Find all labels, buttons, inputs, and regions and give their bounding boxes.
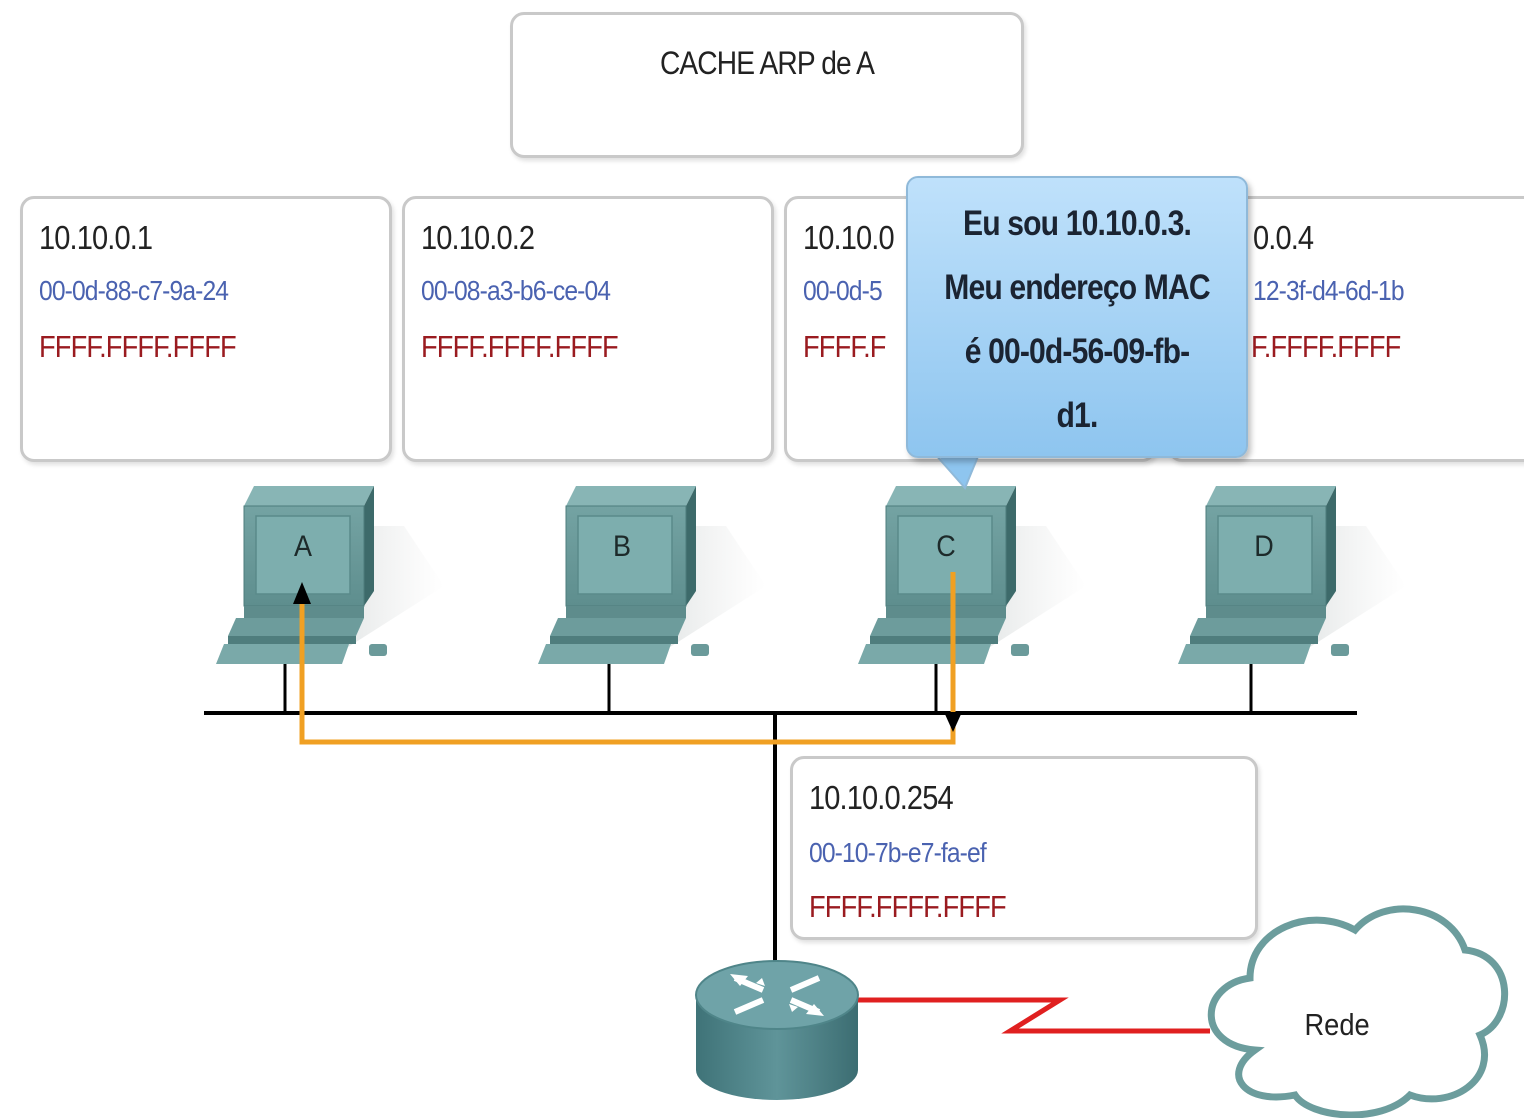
host-d-ip: 0.0.4 bbox=[1253, 219, 1314, 256]
network-cloud-icon bbox=[1207, 905, 1509, 1118]
arp-reply-path bbox=[299, 572, 956, 745]
gateway-info-box: 10.10.0.254 00-10-7b-e7-fa-ef FFFF.FFFF.… bbox=[790, 756, 1258, 940]
host-b-label: B bbox=[612, 530, 631, 563]
host-d-mac: 12-3f-d4-6d-1b bbox=[1253, 275, 1405, 306]
host-b-computer-icon bbox=[537, 485, 767, 665]
host-c-ip: 10.10.0 bbox=[803, 219, 895, 256]
bubble-line-3: é 00-0d-56-09-fb- bbox=[964, 332, 1190, 371]
bubble-line-4: d1. bbox=[1056, 396, 1099, 435]
host-a-mac: 00-0d-88-c7-9a-24 bbox=[39, 275, 229, 306]
host-d-computer-icon bbox=[1177, 485, 1407, 665]
host-a-broadcast: FFFF.FFFF.FFFF bbox=[39, 329, 237, 364]
host-a-label: A bbox=[293, 530, 312, 563]
gateway-broadcast: FFFF.FFFF.FFFF bbox=[809, 889, 1007, 924]
host-b-broadcast: FFFF.FFFF.FFFF bbox=[421, 329, 619, 364]
reply-up-arrow-icon bbox=[293, 582, 311, 604]
host-a-info-box: 10.10.0.1 00-0d-88-c7-9a-24 FFFF.FFFF.FF… bbox=[20, 196, 392, 462]
host-b-info-box: 10.10.0.2 00-08-a3-b6-ce-04 FFFF.FFFF.FF… bbox=[402, 196, 774, 462]
cloud-label: Rede bbox=[1304, 1007, 1370, 1042]
host-c-broadcast: FFFF.F bbox=[803, 329, 886, 364]
bubble-line-2: Meu endereço MAC bbox=[944, 268, 1210, 307]
host-c-mac: 00-0d-5 bbox=[803, 275, 883, 306]
bubble-tail-icon bbox=[935, 452, 980, 490]
host-c-label: C bbox=[936, 530, 956, 563]
wan-serial-link bbox=[855, 997, 1210, 1034]
host-d-label: D bbox=[1254, 530, 1274, 563]
host-b-ip: 10.10.0.2 bbox=[421, 219, 535, 256]
host-d-broadcast: F.FFFF.FFFF bbox=[1251, 329, 1401, 364]
host-a-ip: 10.10.0.1 bbox=[39, 219, 153, 256]
router-icon bbox=[695, 960, 859, 1100]
bubble-line-1: Eu sou 10.10.0.3. bbox=[963, 204, 1192, 243]
gateway-ip: 10.10.0.254 bbox=[809, 779, 954, 816]
gateway-mac: 00-10-7b-e7-fa-ef bbox=[809, 837, 987, 868]
host-b-mac: 00-08-a3-b6-ce-04 bbox=[421, 275, 611, 306]
host-a-computer-icon bbox=[215, 485, 445, 665]
arp-cache-box: CACHE ARP de A bbox=[510, 12, 1024, 158]
reply-down-arrow-icon bbox=[944, 712, 962, 732]
host-c-computer-icon bbox=[857, 485, 1087, 665]
arp-reply-speech-bubble: Eu sou 10.10.0.3. Meu endereço MAC é 00-… bbox=[906, 176, 1248, 458]
arp-cache-title: CACHE ARP de A bbox=[659, 45, 875, 81]
